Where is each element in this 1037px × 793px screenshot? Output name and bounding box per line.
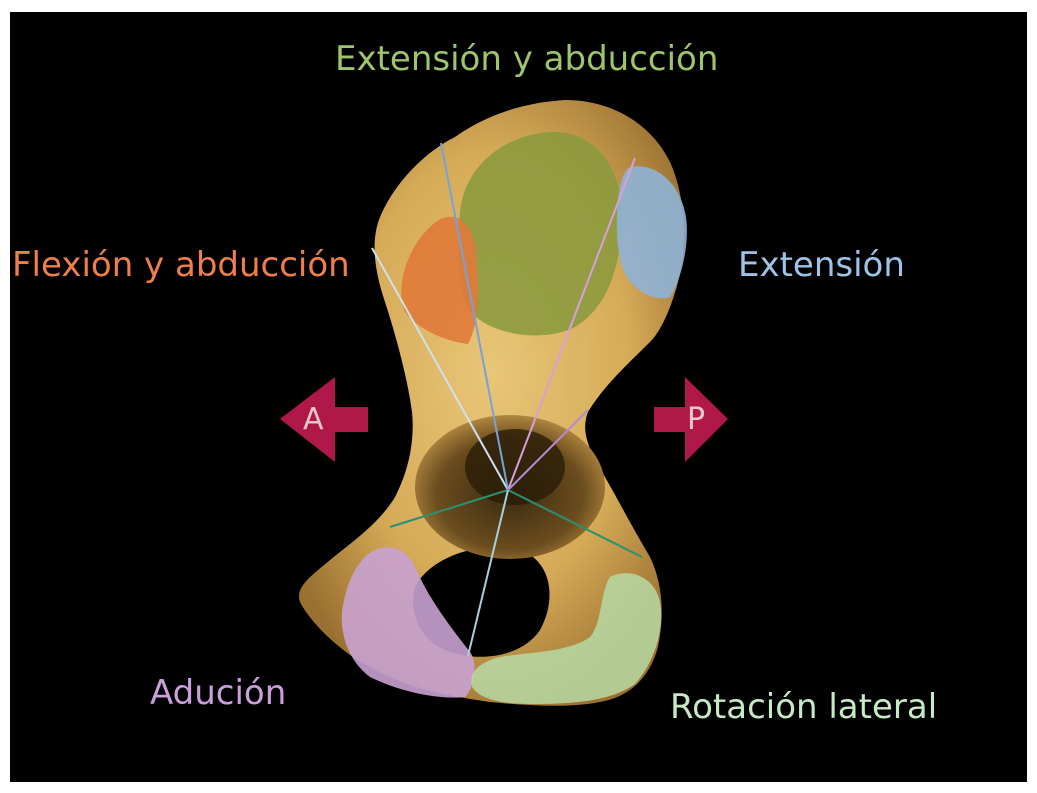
label-extension: Extensión xyxy=(738,248,905,282)
label-flexion-abduction: Flexión y abducción xyxy=(12,248,350,282)
hip-bone-diagram xyxy=(10,12,1027,782)
label-lateral-rotation: Rotación lateral xyxy=(670,690,937,724)
anterior-arrow-label: A xyxy=(303,405,324,435)
slide: A P Extensión y abducción Flexión y abdu… xyxy=(10,12,1027,782)
region-extension-abduction xyxy=(458,132,622,335)
label-extension-abduction: Extensión y abducción xyxy=(335,42,718,76)
posterior-arrow-label: P xyxy=(687,405,705,435)
label-aduction: Adución xyxy=(150,676,286,710)
anterior-arrow xyxy=(280,377,368,462)
